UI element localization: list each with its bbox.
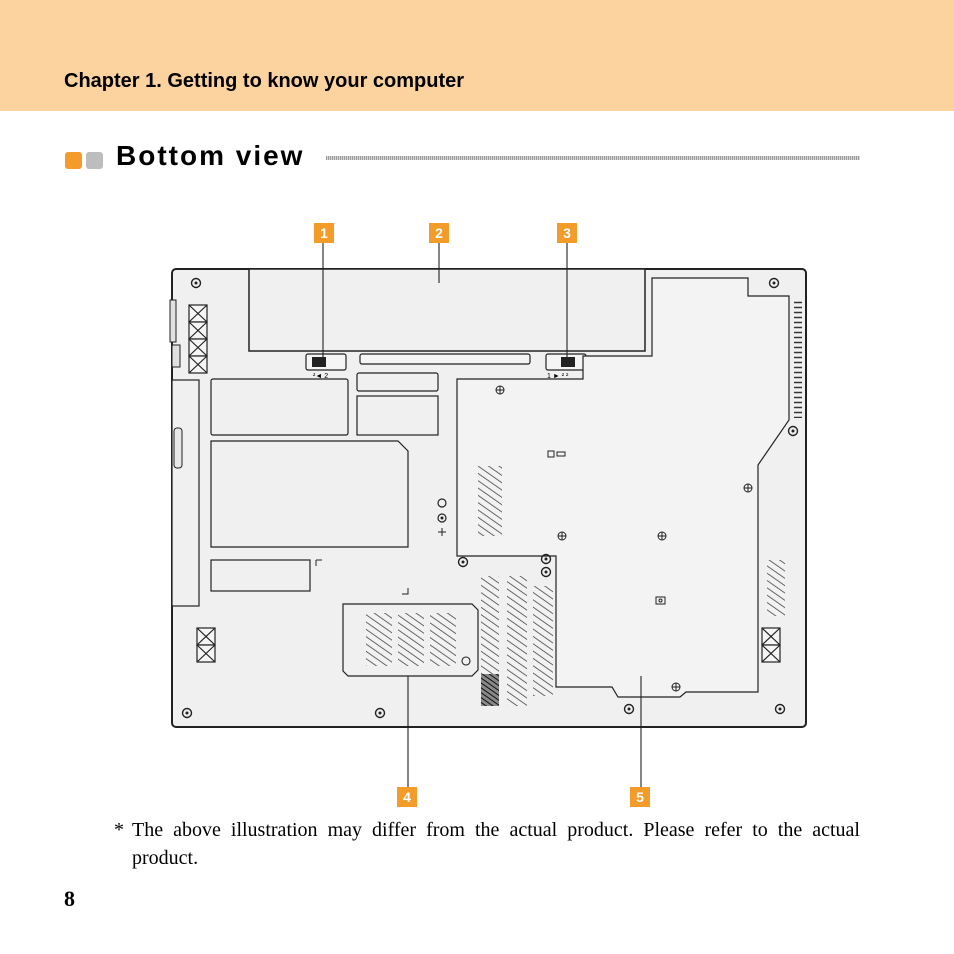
callout-1: 1 — [314, 223, 334, 243]
section-title: Bottom view — [116, 140, 305, 171]
svg-text:5: 5 — [636, 789, 644, 805]
right-bottom-xboxes — [761, 627, 781, 663]
callout-5: 5 — [630, 787, 650, 807]
footnote-marker: * — [114, 819, 124, 841]
svg-text:4: 4 — [403, 789, 411, 805]
page-number: 8 — [64, 886, 75, 911]
svg-text:3: 3 — [563, 225, 571, 241]
callout-3: 3 — [557, 223, 577, 243]
chapter-title: Chapter 1. Getting to know your computer — [64, 70, 465, 92]
svg-text:1: 1 — [320, 225, 328, 241]
heading-rule — [326, 156, 860, 160]
svg-text:2: 2 — [435, 225, 443, 241]
section-heading: Bottom view — [64, 140, 860, 176]
left-top-xboxes — [188, 304, 208, 374]
left-bottom-xboxes — [196, 627, 216, 663]
callout-2: 2 — [429, 223, 449, 243]
orange-square-icon — [65, 152, 82, 169]
gray-square-icon — [86, 152, 103, 169]
latch-right-text: 1 ► ² ² — [547, 373, 569, 380]
footnote: * The above illustration may differ from… — [114, 816, 860, 872]
callout-4: 4 — [397, 787, 417, 807]
latch-left-text: ²◄ 2 — [313, 373, 328, 380]
laptop-bottom-illustration: ²◄ 2 1 ► ² ² — [169, 223, 807, 807]
battery-pack — [248, 268, 646, 352]
main-cover — [456, 277, 790, 698]
header-band — [0, 0, 954, 111]
footnote-text: The above illustration may differ from t… — [132, 819, 860, 869]
